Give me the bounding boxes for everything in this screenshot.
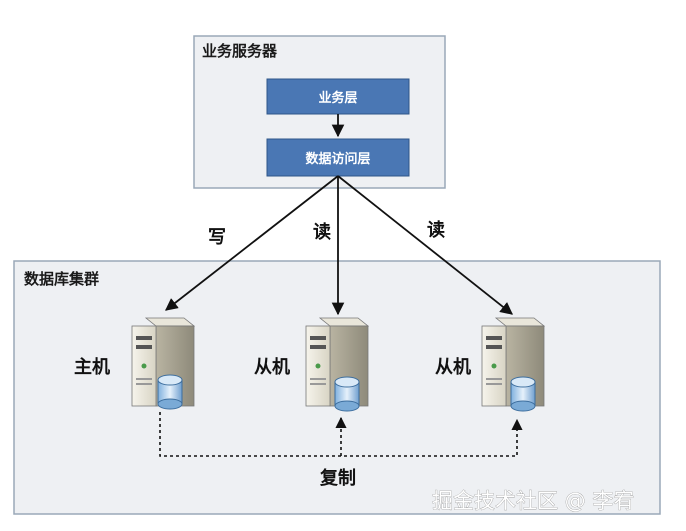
slave-db-icon-2	[510, 376, 536, 412]
write-label: 写	[208, 227, 226, 248]
master-db-icon	[157, 374, 183, 410]
replicate-label: 复制	[319, 467, 356, 489]
master-server-icon	[131, 317, 196, 407]
data-access-layer-label: 数据访问层	[305, 151, 370, 167]
watermark: 掘金技术社区 @ 李宥	[432, 489, 634, 513]
db-cluster-title: 数据库集群	[24, 270, 99, 288]
business-layer-label: 业务层	[318, 90, 357, 106]
read-label-1: 读	[313, 221, 331, 243]
business-layer-box: 业务层	[266, 78, 410, 115]
slave-node-label-2: 从机	[435, 357, 471, 378]
replication-lines	[159, 412, 523, 457]
read-label-2: 读	[427, 219, 445, 241]
read-arrow-2	[337, 175, 513, 315]
slave-node-label-1: 从机	[254, 357, 290, 378]
write-arrow	[165, 175, 339, 311]
slave-db-icon-1	[334, 376, 360, 412]
app-server-title: 业务服务器	[202, 42, 278, 60]
data-access-layer-box: 数据访问层	[266, 138, 410, 177]
master-node-label: 主机	[74, 356, 110, 378]
